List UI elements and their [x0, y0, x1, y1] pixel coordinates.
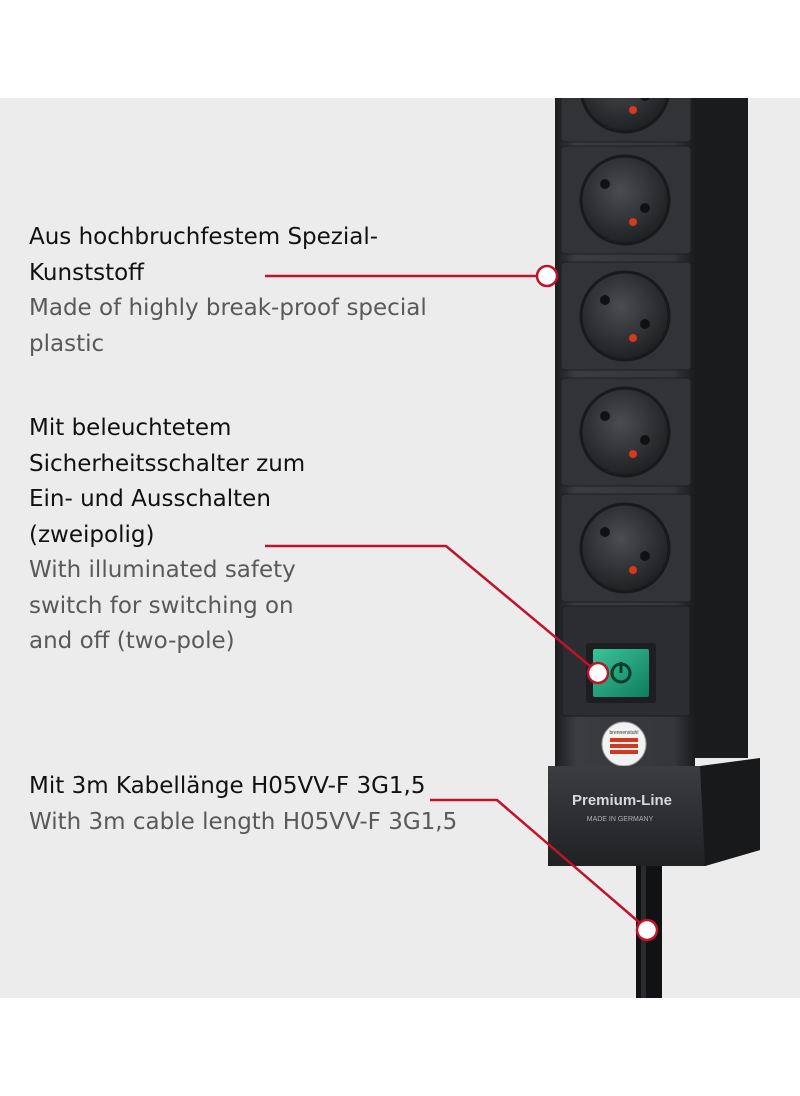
- callout-3: [430, 798, 659, 942]
- product-feature-panel: brennenstuhl Premium-Line MADE IN GERMAN…: [0, 98, 800, 998]
- feature-cable-en: With 3m cable length H05VV-F 3G1,5: [29, 808, 458, 835]
- series-label: Premium-Line: [572, 792, 672, 809]
- feature-plastic-de: Aus hochbruchfestem Spezial- Kunststoff: [29, 224, 379, 286]
- feature-switch-de: Mit beleuchtetem Sicherheitsschalter zum…: [29, 415, 306, 548]
- socket-module: [560, 98, 692, 143]
- feature-plastic-en: Made of highly break-proof special plast…: [29, 295, 427, 357]
- socket-module: [560, 493, 692, 603]
- socket-module: [560, 145, 692, 255]
- callout-2: [265, 544, 610, 685]
- socket-module: [560, 377, 692, 487]
- feature-cable-de: Mit 3m Kabellänge H05VV-F 3G1,5: [29, 773, 426, 799]
- callout-1: [265, 264, 559, 288]
- feature-plastic: Aus hochbruchfestem Spezial- Kunststoff …: [29, 220, 449, 362]
- feature-cable: Mit 3m Kabellänge H05VV-F 3G1,5 With 3m …: [29, 769, 469, 840]
- feature-switch-en: With illuminated safety switch for switc…: [29, 557, 296, 654]
- strip-side-rail: [690, 98, 748, 758]
- socket-module: [560, 261, 692, 371]
- feature-switch: Mit beleuchtetem Sicherheitsschalter zum…: [29, 411, 329, 660]
- origin-label: MADE IN GERMANY: [587, 816, 654, 823]
- power-strip-illustration: brennenstuhl Premium-Line MADE IN GERMAN…: [265, 98, 760, 998]
- svg-text:brennenstuhl: brennenstuhl: [610, 730, 639, 736]
